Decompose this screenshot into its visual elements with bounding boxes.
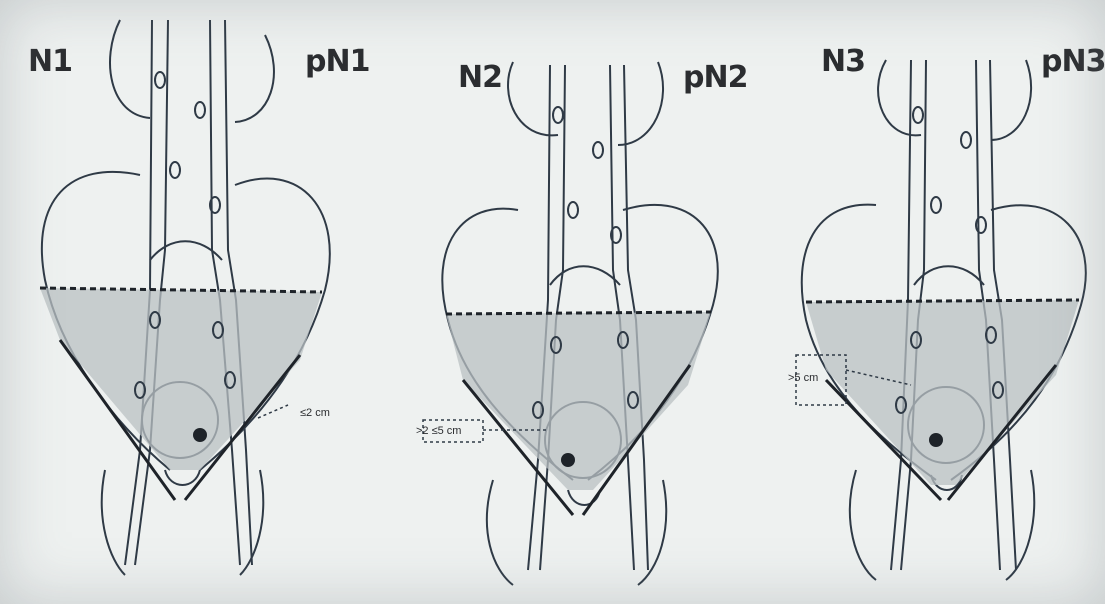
stage-label-n1: N1 [28,44,72,79]
size-label-n3: >5 cm [788,372,818,384]
panel-n3: N3 pN3 >5 cm [736,0,1104,604]
size-label-n1: ≤2 cm [300,407,330,419]
pathologic-stage-label-pn3: pN3 [1041,44,1105,79]
panel-n1: N1 pN1 ≤2 cm [0,0,368,604]
pathologic-stage-label-pn1: pN1 [305,44,369,79]
panel-n2: N2 pN2 >2 ≤5 cm [368,0,736,604]
pelvis-diagram-n2 [368,0,736,604]
pelvis-diagram-n1 [0,0,368,604]
pelvis-diagram-n3 [736,0,1104,604]
stage-label-n2: N2 [458,60,502,95]
size-label-n2: >2 ≤5 cm [416,425,461,437]
stage-label-n3: N3 [821,44,865,79]
